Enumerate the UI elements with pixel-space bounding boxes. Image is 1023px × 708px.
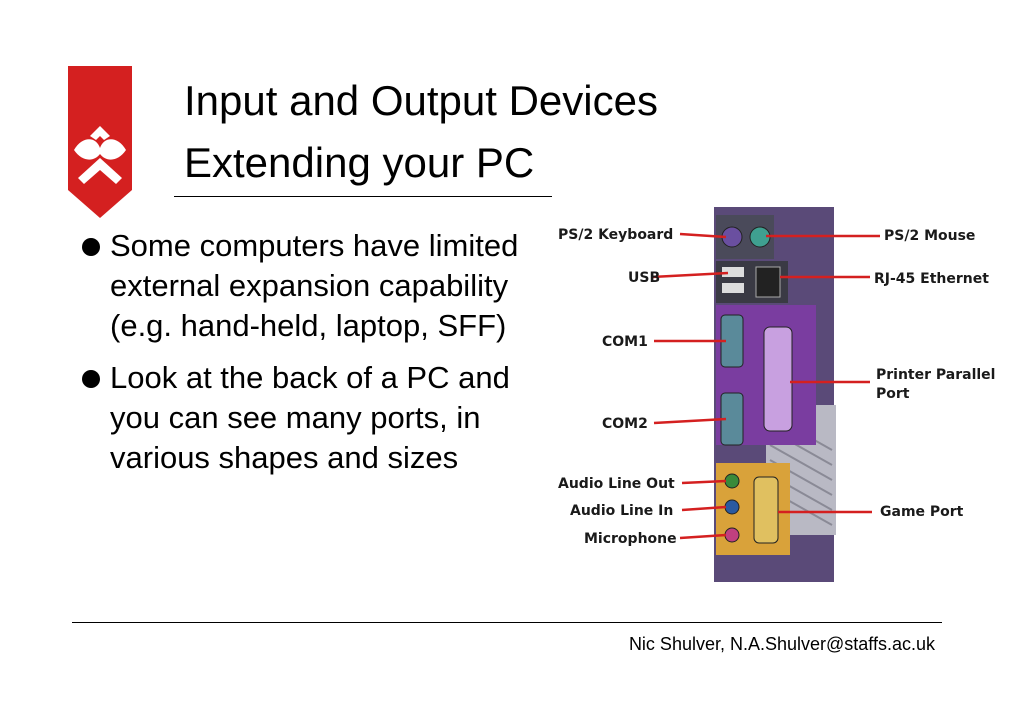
bullet-dot-icon: [82, 238, 100, 256]
label-printer-port: Port: [876, 386, 910, 402]
bullet-text: Look at the back of a PC and you can see…: [110, 360, 510, 475]
label-ps2-keyboard: PS/2 Keyboard: [558, 227, 673, 243]
label-microphone: Microphone: [584, 531, 677, 547]
label-audio-line-out: Audio Line Out: [558, 476, 675, 492]
label-game-port: Game Port: [880, 504, 964, 520]
label-rj45-ethernet: RJ-45 Ethernet: [874, 271, 989, 287]
usb-port-icon: [722, 267, 744, 277]
bullet-text: Some computers have limited external exp…: [110, 228, 519, 343]
label-audio-line-in: Audio Line In: [570, 503, 673, 519]
bullet-dot-icon: [82, 370, 100, 388]
footer-author: Nic Shulver, N.A.Shulver@staffs.ac.uk: [628, 634, 935, 654]
title-line-2: Extending your PC: [184, 139, 535, 186]
slide-title: Input and Output Devices Extending your …: [184, 70, 658, 194]
game-port-icon: [753, 476, 779, 544]
label-printer-parallel: Printer Parallel: [876, 367, 995, 383]
parallel-port-icon: [763, 326, 793, 432]
bullet-item: Look at the back of a PC and you can see…: [80, 358, 550, 478]
bullet-list: Some computers have limited external exp…: [80, 226, 550, 490]
label-com2: COM2: [602, 416, 648, 432]
pc-back-panel-figure: PS/2 Keyboard USB COM1 COM2 Audio Line O…: [558, 207, 995, 582]
bullet-item: Some computers have limited external exp…: [80, 226, 550, 346]
title-divider: [174, 196, 552, 197]
audio-in-jack-icon: [724, 499, 740, 515]
microphone-jack-icon: [724, 527, 740, 543]
label-com1: COM1: [602, 334, 648, 350]
university-logo: [68, 66, 132, 218]
label-usb: USB: [628, 270, 660, 286]
rj45-port-icon: [755, 266, 781, 298]
title-line-1: Input and Output Devices: [184, 77, 658, 124]
label-ps2-mouse: PS/2 Mouse: [884, 228, 975, 244]
audio-out-jack-icon: [724, 473, 740, 489]
footer-divider: [72, 622, 942, 623]
